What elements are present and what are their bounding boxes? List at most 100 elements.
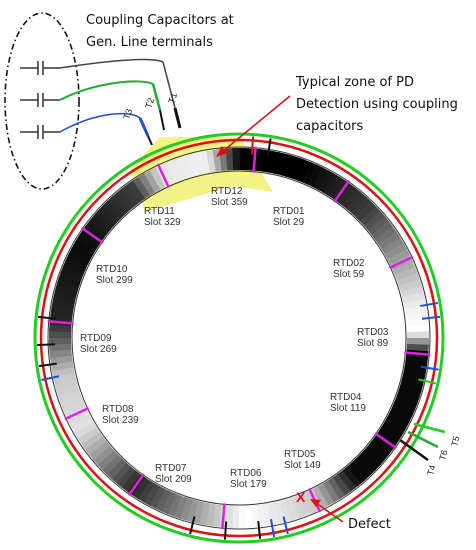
zone-title-line2: Detection using coupling xyxy=(296,97,458,112)
band-segment xyxy=(172,495,188,519)
zone-title-line3: capacitors xyxy=(296,119,363,134)
rtd-label: RTD12 xyxy=(211,186,243,197)
band-segment xyxy=(380,422,404,440)
band-segment xyxy=(389,406,413,423)
band-segment xyxy=(311,486,329,510)
band-segment xyxy=(386,411,410,429)
rtd-label: RTD06 xyxy=(230,468,262,479)
band-segment xyxy=(336,470,356,493)
band-segment xyxy=(161,161,178,185)
band-segment xyxy=(58,271,82,287)
band-segment xyxy=(285,155,299,179)
band-segment xyxy=(401,372,425,386)
band-segment xyxy=(363,445,385,467)
band-segment xyxy=(398,279,423,293)
band-segment xyxy=(268,150,280,174)
band-segment xyxy=(363,210,386,231)
band-segment xyxy=(131,476,150,500)
band-segment xyxy=(400,285,424,299)
rtd-label: RTD05 xyxy=(284,449,316,460)
connection-tick xyxy=(223,521,228,540)
rtd-marker xyxy=(127,473,145,496)
connection-tick xyxy=(37,343,56,347)
connection-tick xyxy=(420,365,439,371)
band-segment xyxy=(51,297,75,309)
band-segment xyxy=(350,458,371,481)
rtd-slot-label: Slot 119 xyxy=(330,403,366,414)
band-segment xyxy=(278,499,292,523)
band-segment xyxy=(300,491,317,515)
rtd-slot-label: Slot 89 xyxy=(357,338,389,349)
band-segment xyxy=(55,383,80,397)
capacitor-group-outline xyxy=(4,12,80,190)
coupling-capacitors xyxy=(20,61,60,139)
rtd-slot-label: Slot 239 xyxy=(102,415,139,426)
band-segment xyxy=(179,497,193,521)
rtd-label: RTD11 xyxy=(144,206,175,217)
band-segment xyxy=(54,377,78,391)
band-segment xyxy=(186,153,200,177)
band-segment xyxy=(400,378,424,392)
rtd-slot-label: Slot 59 xyxy=(333,269,365,280)
band-segment xyxy=(392,260,416,277)
band-segment xyxy=(237,505,246,528)
band-segment xyxy=(312,167,330,191)
band-segment xyxy=(65,253,89,270)
band-segment xyxy=(96,449,119,470)
band-segment xyxy=(198,502,210,526)
band-segment xyxy=(54,284,78,298)
band-segment xyxy=(167,159,183,183)
band-segment xyxy=(391,400,416,417)
band-segment xyxy=(115,465,136,488)
band-segment xyxy=(50,303,74,315)
connection-tick xyxy=(269,519,276,538)
connection-tick xyxy=(250,136,255,155)
band-segment xyxy=(406,338,430,346)
band-segment xyxy=(342,188,363,211)
band-segment xyxy=(166,493,182,517)
connection-tick xyxy=(420,301,439,308)
zone-arrow xyxy=(216,95,291,157)
band-segment xyxy=(355,201,377,223)
coupling-title-line2: Gen. Line terminals xyxy=(86,35,213,50)
rtd-marker xyxy=(374,432,397,450)
band-segment xyxy=(307,164,324,188)
band-segment xyxy=(301,161,318,186)
band-segment xyxy=(273,152,287,176)
connection-tick xyxy=(266,138,272,157)
band-segment xyxy=(367,215,390,236)
band-segment xyxy=(290,157,306,181)
band-segment xyxy=(132,176,151,199)
band-segment xyxy=(402,292,426,305)
band-segment xyxy=(122,183,142,206)
band-segment xyxy=(97,205,119,226)
band-segment xyxy=(404,361,428,373)
band-segment xyxy=(284,497,298,522)
connection-tick xyxy=(421,315,440,320)
rtd-slot-label: Slot 29 xyxy=(273,217,305,228)
rtd-marker xyxy=(388,255,414,269)
band-segment xyxy=(384,243,408,261)
band-segment xyxy=(120,469,141,492)
band-segment xyxy=(359,450,381,471)
terminal-label-t4: T4 xyxy=(425,464,437,477)
band-segment xyxy=(328,176,347,200)
band-segment xyxy=(56,278,80,292)
connection-tick xyxy=(41,375,60,381)
rtd-marker xyxy=(333,180,351,203)
capacitor-symbol xyxy=(20,93,60,107)
outer-green-ring xyxy=(33,132,445,544)
band-segment xyxy=(101,453,123,475)
band-segment xyxy=(406,331,429,340)
band-segment xyxy=(180,154,194,179)
capacitor-symbol xyxy=(20,61,60,75)
band-segment xyxy=(52,371,76,384)
rtd-slot-label: Slot 209 xyxy=(155,474,192,485)
band-segment xyxy=(110,462,132,484)
band-segment xyxy=(346,462,367,485)
band-segment xyxy=(204,503,216,527)
terminal-ticks xyxy=(37,136,440,540)
connection-tick xyxy=(38,362,57,368)
band-segment xyxy=(160,490,177,515)
